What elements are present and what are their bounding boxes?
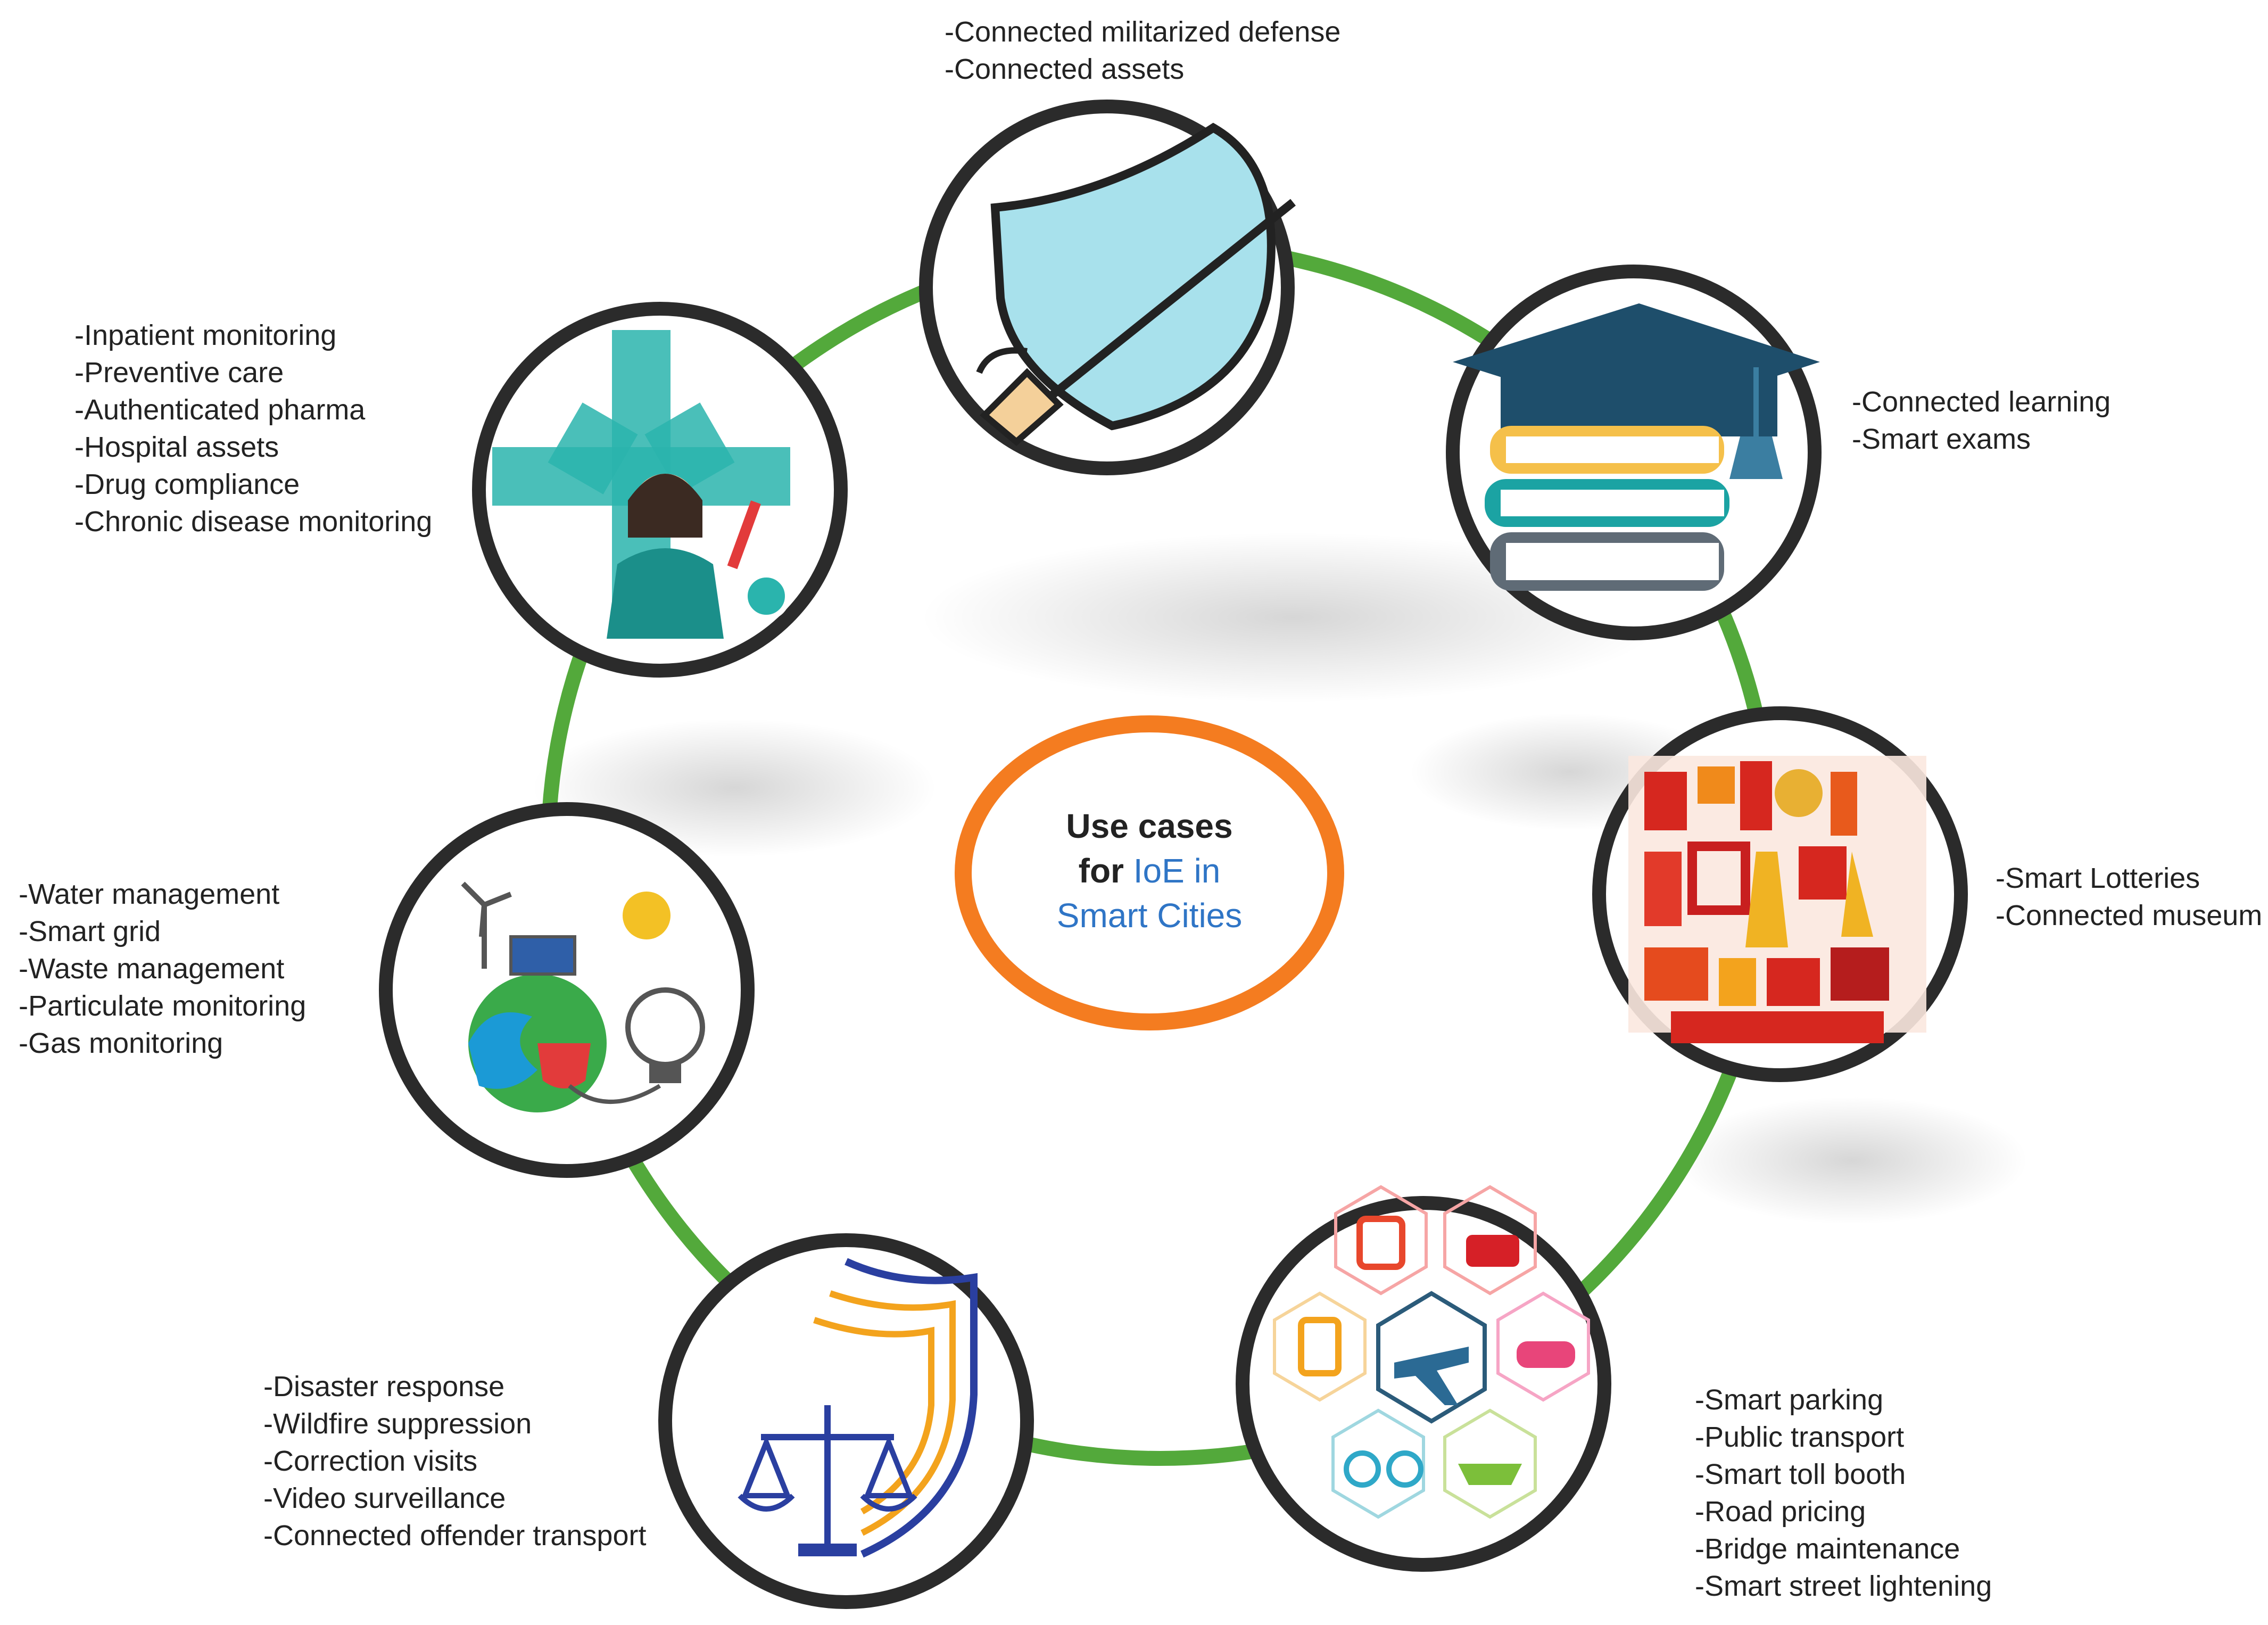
health-item: -Hospital assets [75,431,279,463]
center-line-2: for IoE in [953,848,1346,893]
culture-item: -Connected museum [1996,900,2263,931]
node-defense [919,100,1296,475]
energy-label: -Water management -Smart grid -Waste man… [19,876,306,1062]
center-line-2-blue: IoE in [1133,852,1221,890]
culture-collage-icon [1628,756,1926,1043]
node-culture [1592,706,1968,1082]
health-item: -Inpatient monitoring [75,319,337,351]
defense-label: -Connected militarized defense -Connecte… [945,13,1340,88]
healthcare-doctor-icon [492,330,790,639]
health-label: -Inpatient monitoring -Preventive care -… [75,317,432,540]
education-label: -Connected learning -Smart exams [1852,383,2110,458]
education-item: -Connected learning [1852,386,2111,418]
node-transport [1236,1185,1611,1572]
node-education [1446,265,1822,640]
transport-hexagons-icon [1273,1185,1590,1519]
center-title: Use cases for IoE in Smart Cities [953,804,1346,938]
transport-item: -Smart street lightening [1695,1570,1992,1602]
shadow-1 [921,532,1666,703]
energy-environment-icon [461,881,705,1112]
culture-label: -Smart Lotteries -Connected museum [1996,860,2262,934]
center-line-3: Smart Cities [1056,896,1243,935]
energy-item: -Gas monitoring [19,1027,224,1059]
energy-item: -Smart grid [19,915,161,947]
node-justice [658,1233,1034,1609]
health-item: -Authenticated pharma [75,394,366,426]
justice-label: -Disaster response -Wildfire suppression… [263,1368,646,1554]
justice-item: -Video surveillance [263,1482,506,1514]
node-energy [379,802,755,1178]
center-line-2-bold: for [1078,852,1124,890]
health-item: -Chronic disease monitoring [75,506,433,538]
defense-item: -Connected assets [945,53,1185,85]
transport-label: -Smart parking -Public transport -Smart … [1695,1381,1992,1605]
transport-item: -Road pricing [1695,1496,1866,1528]
culture-item: -Smart Lotteries [1996,862,2200,894]
transport-item: -Smart toll booth [1695,1458,1906,1490]
energy-item: -Water management [19,878,280,910]
energy-item: -Waste management [19,953,285,985]
shield-sword-icon [976,122,1296,446]
transport-item: -Public transport [1695,1421,1905,1453]
shadow-3 [1676,1096,2027,1224]
justice-item: -Correction visits [263,1445,478,1477]
justice-item: -Disaster response [263,1371,505,1403]
energy-item: -Particulate monitoring [19,990,307,1022]
justice-shield-scale-icon [738,1258,978,1558]
center-line-1: Use cases [1066,807,1233,845]
defense-item: -Connected militarized defense [945,16,1341,48]
justice-item: -Wildfire suppression [263,1408,532,1440]
node-health [472,302,848,678]
transport-item: -Bridge maintenance [1695,1533,1960,1565]
justice-item: -Connected offender transport [263,1520,647,1552]
health-item: -Preventive care [75,357,284,389]
center-ring [955,715,1344,1030]
graduation-books-icon [1453,303,1820,591]
health-item: -Drug compliance [75,468,300,500]
transport-item: -Smart parking [1695,1384,1884,1416]
education-item: -Smart exams [1852,423,2031,455]
